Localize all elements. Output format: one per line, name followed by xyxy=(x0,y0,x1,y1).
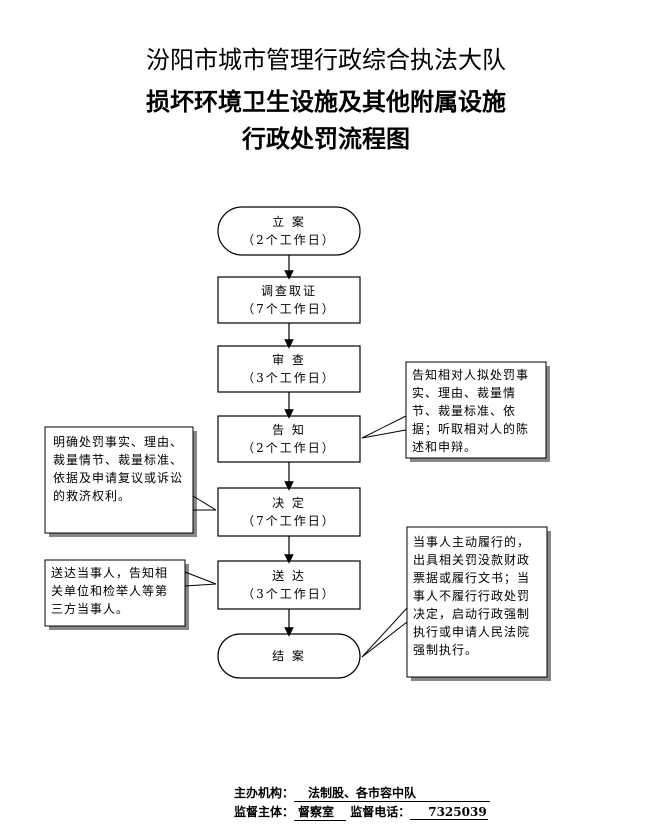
step-label: 告 知 xyxy=(272,423,306,437)
step-label: 结 案 xyxy=(272,649,306,663)
note-songda: 送达当事人，告知相关单位和检举人等第三方当事人。 xyxy=(51,566,169,616)
phone-value: 7325039 xyxy=(410,805,489,820)
step-songda: 送 达 （3个工作日） xyxy=(218,561,360,609)
step-days: （3个工作日） xyxy=(242,587,336,601)
step-days: （3个工作日） xyxy=(242,371,336,385)
step-days: （2个工作日） xyxy=(242,233,336,247)
step-label: 送 达 xyxy=(272,569,306,583)
phone-label: 监督电话： xyxy=(350,805,411,819)
footer-supervisor: 监督主体：督察室 监督电话：7325039 xyxy=(234,803,489,821)
note-box-gaozhi xyxy=(405,361,547,459)
note-box-songda xyxy=(44,559,186,627)
title-line-2: 损坏环境卫生设施及其他附属设施 xyxy=(146,87,506,116)
step-lian: 立 案 （2个工作日） xyxy=(218,207,360,255)
step-jueding: 决 定 （7个工作日） xyxy=(218,488,360,536)
step-label: 立 案 xyxy=(272,215,306,229)
host-value: 法制股、各市容中队 xyxy=(294,784,491,802)
note-jiean: 当事人主动履行的，出具相关罚没款财政票据或履行文书；当事人不履行行政处罚决定，启… xyxy=(413,535,531,657)
process-box-gaozhi xyxy=(217,415,361,463)
note-box-jueding xyxy=(44,426,194,534)
note-jueding: 明确处罚事实、理由、裁量情节、裁量标准、依据及申请复议或诉讼的救济权利。 xyxy=(53,435,184,503)
step-diaocha: 调查取证 （7个工作日） xyxy=(218,277,360,323)
host-label: 主办机构： xyxy=(234,786,295,800)
step-gaozhi: 告 知 （2个工作日） xyxy=(218,416,360,462)
title-line-3: 行政处罚流程图 xyxy=(242,124,410,153)
step-jiean: 结 案 xyxy=(218,634,360,678)
note-box-jiean xyxy=(406,526,548,678)
supervisor-label: 监督主体： xyxy=(234,805,295,819)
step-days: （7个工作日） xyxy=(242,302,336,316)
step-days: （2个工作日） xyxy=(242,441,336,455)
footer-host: 主办机构：法制股、各市容中队 xyxy=(234,784,491,802)
process-box-shencha xyxy=(217,345,361,393)
title-line-1: 汾阳市城市管理行政综合执法大队 xyxy=(146,46,506,74)
step-days: （7个工作日） xyxy=(242,514,336,528)
supervisor-value: 督察室 xyxy=(294,803,347,821)
note-gaozhi: 告知相对人拟处罚事实、理由、裁量情节、裁量标准、依据；听取相对人的陈述和申辩。 xyxy=(412,368,530,454)
process-box-jueding xyxy=(217,487,361,537)
process-box-diaocha xyxy=(217,276,361,324)
step-label: 决 定 xyxy=(272,496,306,510)
step-label: 审 查 xyxy=(272,353,306,367)
step-label: 调查取证 xyxy=(260,284,317,298)
step-shencha: 审 查 （3个工作日） xyxy=(218,346,360,392)
